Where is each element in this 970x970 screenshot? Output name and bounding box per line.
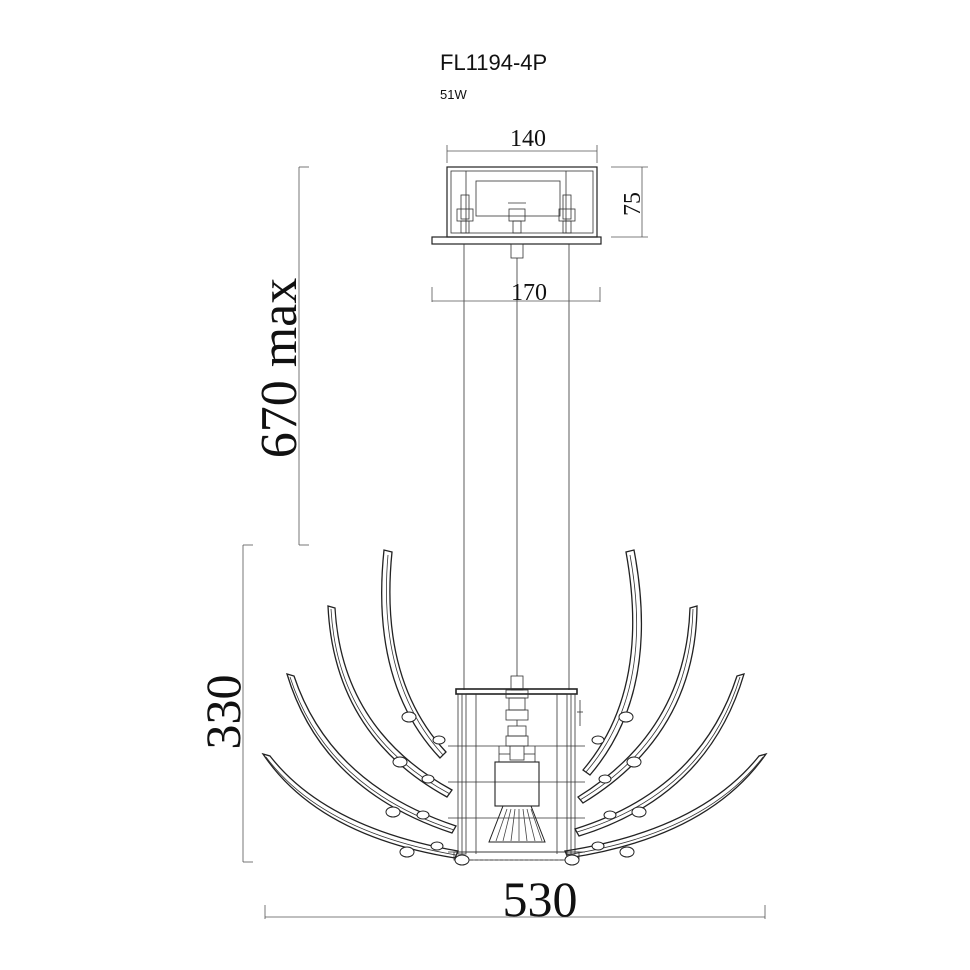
dimension-shade-height: 330 (195, 544, 253, 863)
dimension-canopy-width: 140 (446, 126, 598, 163)
dimension-plate-width-label: 170 (511, 280, 547, 306)
dimension-shade-height-label: 330 (195, 675, 251, 750)
arm-right-3 (574, 673, 745, 837)
dimension-canopy-height-label: 75 (620, 192, 646, 216)
bulb (488, 805, 546, 843)
arm-left-1 (381, 549, 447, 759)
arm-right-2 (577, 605, 698, 804)
dimension-drop-height-label: 670 max (251, 278, 308, 459)
fixture-body (448, 688, 585, 861)
arm-right-1 (582, 549, 643, 776)
dimension-drop-height: 670 max (251, 166, 309, 546)
model-number: FL1194-4P (440, 50, 547, 75)
arm-left-4 (261, 752, 459, 859)
central-stem (488, 675, 546, 843)
dimension-overall-width-label: 530 (503, 871, 578, 927)
arm-connectors (385, 711, 647, 866)
bulb-ribs (495, 808, 543, 842)
dimension-canopy-width-label: 140 (510, 126, 546, 152)
dimension-canopy-height: 75 (611, 166, 648, 238)
canopy (431, 166, 602, 264)
arm-left-3 (286, 673, 457, 834)
suspension-cables (463, 244, 570, 690)
wattage-label: 51W (440, 87, 467, 102)
canopy-screws (456, 202, 576, 234)
lamp-socket (494, 761, 540, 807)
dimension-overall-width: 530 (264, 871, 766, 927)
mounting-plate (431, 236, 602, 245)
dimension-plate-width: 170 (431, 280, 601, 306)
